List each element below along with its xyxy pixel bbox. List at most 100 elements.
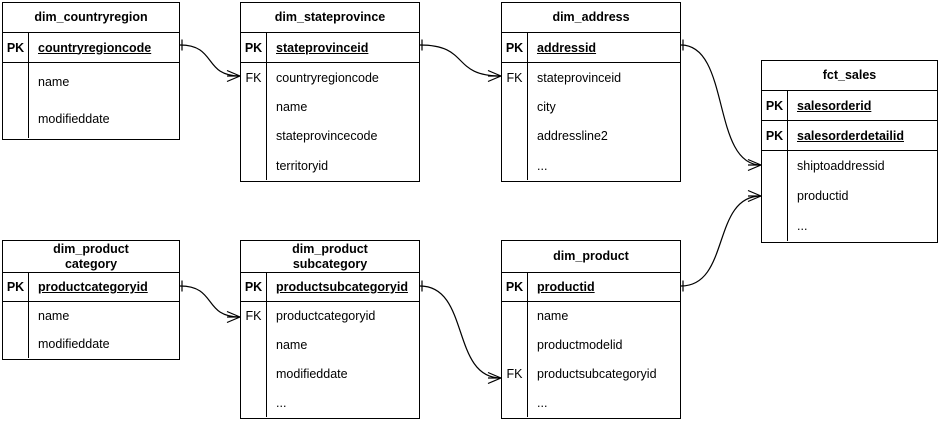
relationship-line bbox=[419, 44, 502, 77]
key-badge-pk: PK bbox=[762, 121, 788, 150]
key-column bbox=[3, 63, 29, 139]
cardinality-many-crowfoot bbox=[747, 158, 762, 172]
attribute-name: modifieddate bbox=[38, 337, 110, 352]
entity-title-line: dim_stateprovince bbox=[274, 10, 386, 24]
key-badge-empty bbox=[241, 360, 266, 389]
cardinality-many-crowfoot bbox=[747, 189, 762, 203]
attribute-row-pk[interactable]: PK salesorderdetailid bbox=[762, 121, 937, 151]
attribute-name: productid bbox=[797, 189, 849, 204]
attribute-row-pk[interactable]: PK productsubcategoryid bbox=[241, 273, 419, 302]
attribute-name: productcategoryid bbox=[276, 309, 376, 324]
attribute-name: city bbox=[537, 99, 556, 114]
entity-title-line: dim_address bbox=[552, 10, 630, 24]
attribute-name: countryregioncode bbox=[38, 40, 152, 55]
key-badge-pk: PK bbox=[241, 33, 267, 62]
key-badge-empty bbox=[762, 151, 787, 181]
key-badge-empty bbox=[502, 122, 527, 151]
entity-title-line: category bbox=[64, 256, 118, 271]
cardinality-many-crowfoot bbox=[226, 69, 241, 83]
entity-title-dim_countryregion: dim_countryregion bbox=[3, 3, 179, 33]
attribute-name: salesorderdetailid bbox=[797, 128, 904, 143]
attribute-name: ... bbox=[537, 395, 548, 410]
attribute-name: salesorderid bbox=[797, 98, 872, 113]
attribute-name: ... bbox=[276, 395, 287, 410]
cardinality-many-crowfoot bbox=[487, 371, 502, 385]
relationship-address-to-fctsales bbox=[680, 39, 762, 172]
entity-title-line: subcategory bbox=[292, 256, 368, 271]
attribute-body-dim_countryregion: name modifieddate bbox=[3, 63, 179, 139]
entity-title-line: fct_sales bbox=[822, 68, 877, 82]
attribute-row-pk[interactable]: PK countryregioncode bbox=[3, 33, 179, 63]
key-badge-pk: PK bbox=[241, 273, 267, 301]
key-badge-pk: PK bbox=[502, 33, 528, 62]
relationship-line bbox=[680, 195, 762, 287]
key-column bbox=[3, 302, 29, 359]
cardinality-many-crowfoot bbox=[487, 69, 502, 83]
key-badge-empty bbox=[241, 151, 266, 180]
relationship-product-to-fctsales bbox=[680, 189, 762, 292]
relationship-line bbox=[179, 285, 241, 318]
key-badge-empty bbox=[502, 388, 527, 417]
entity-title-line: dim_product bbox=[53, 241, 129, 256]
key-badge-empty bbox=[502, 302, 527, 331]
key-badge-empty bbox=[502, 331, 527, 360]
attribute-name: modifieddate bbox=[38, 112, 110, 127]
attribute-column: name modifieddate bbox=[29, 302, 179, 358]
key-column: FK bbox=[241, 63, 267, 181]
relationship-line bbox=[179, 44, 241, 77]
key-column bbox=[762, 151, 788, 242]
key-badge-empty bbox=[241, 92, 266, 121]
entity-title-dim_product: dim_product bbox=[502, 241, 680, 273]
entity-title-line: dim_product bbox=[553, 249, 629, 263]
key-badge-empty bbox=[3, 101, 28, 139]
entity-title-dim_address: dim_address bbox=[502, 3, 680, 33]
attribute-name: ... bbox=[797, 219, 808, 234]
relationship-productsubcategory-to-product bbox=[419, 280, 502, 385]
cardinality-many-crowfoot bbox=[226, 310, 241, 324]
attribute-body-dim_productcategory: name modifieddate bbox=[3, 302, 179, 359]
attribute-column: shiptoaddressid productid... bbox=[788, 151, 937, 241]
key-badge-empty bbox=[502, 151, 527, 180]
attribute-name: productsubcategoryid bbox=[276, 280, 408, 294]
attribute-name: stateprovinceid bbox=[537, 70, 622, 85]
key-badge-fk: FK bbox=[506, 70, 523, 85]
entity-title-line: dim_countryregion bbox=[34, 10, 148, 24]
key-badge-empty bbox=[3, 302, 28, 330]
attribute-name: name bbox=[38, 74, 70, 89]
key-badge-empty bbox=[3, 330, 28, 358]
key-column: FK bbox=[502, 63, 528, 181]
attribute-name: stateprovincecode bbox=[276, 129, 378, 144]
attribute-name: productid bbox=[537, 280, 595, 294]
relationship-stateprovince-to-address bbox=[419, 39, 502, 83]
attribute-name: name bbox=[537, 309, 569, 324]
entity-title-line: dim_product bbox=[292, 241, 368, 256]
key-badge-pk: PK bbox=[3, 33, 29, 62]
key-column: FK bbox=[502, 302, 528, 418]
attribute-name: name bbox=[38, 309, 70, 324]
relationship-line bbox=[419, 285, 502, 379]
attribute-name: modifieddate bbox=[276, 366, 348, 381]
attribute-name: ... bbox=[537, 158, 548, 173]
attribute-name: shiptoaddressid bbox=[797, 159, 885, 174]
entity-title-fct_sales: fct_sales bbox=[762, 61, 937, 91]
